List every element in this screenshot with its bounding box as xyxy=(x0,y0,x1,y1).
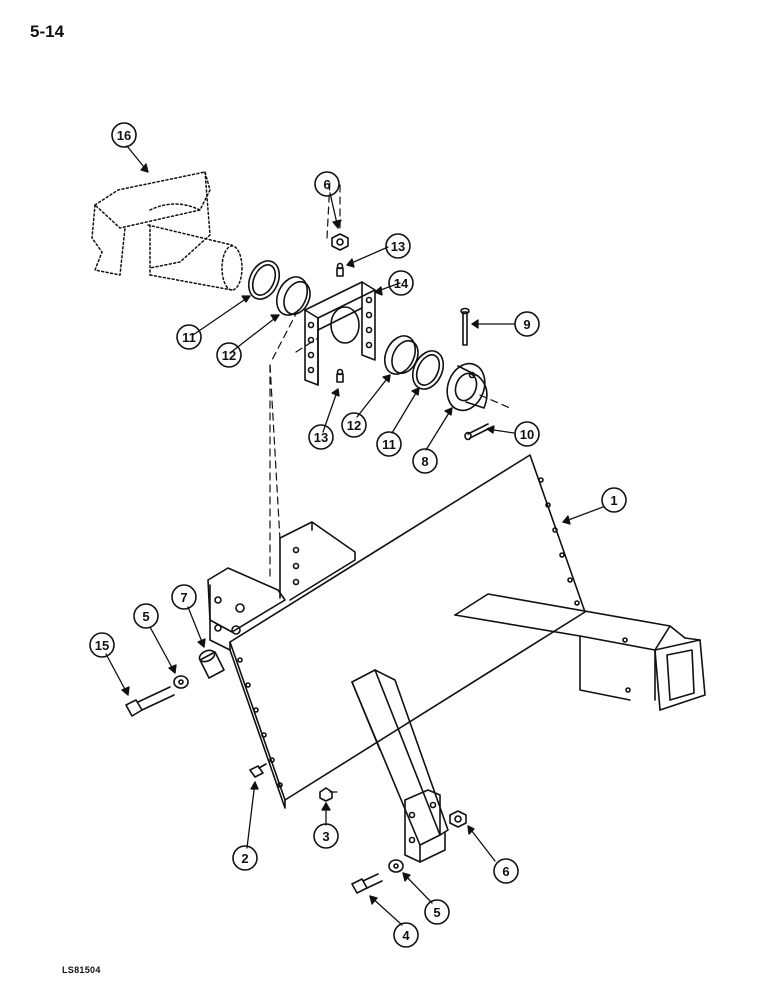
svg-text:11: 11 xyxy=(382,437,396,452)
part-5-washer-upper xyxy=(173,675,189,689)
svg-text:5: 5 xyxy=(433,905,440,920)
callout-6-upper: 6 xyxy=(314,171,340,197)
part-6-nut-upper xyxy=(331,233,349,251)
svg-text:12: 12 xyxy=(222,348,236,363)
part-2-bolt xyxy=(249,763,267,778)
svg-text:14: 14 xyxy=(394,276,409,291)
callout-5-lower: 5 xyxy=(424,899,450,925)
part-7-spacer xyxy=(198,649,225,679)
callout-9: 9 xyxy=(514,311,540,337)
callout-2: 2 xyxy=(232,845,258,871)
svg-text:4: 4 xyxy=(402,928,410,943)
callout-14: 14 xyxy=(388,270,414,296)
part-11-ring-lower xyxy=(411,350,445,390)
callout-11-upper: 11 xyxy=(176,324,202,350)
figure-id: LS81504 xyxy=(62,965,101,975)
callout-13-upper: 13 xyxy=(385,233,411,259)
part-16-axle-housing xyxy=(91,171,243,291)
part-13-fitting-lower xyxy=(336,368,344,383)
svg-text:10: 10 xyxy=(520,427,534,442)
svg-text:5: 5 xyxy=(142,609,149,624)
callout-15: 15 xyxy=(89,632,115,658)
part-14-bracket xyxy=(304,281,376,386)
svg-text:7: 7 xyxy=(180,590,187,605)
part-6-nut-lower xyxy=(449,810,467,828)
page-number: 5-14 xyxy=(30,22,65,41)
part-15-bolt xyxy=(125,686,175,717)
svg-text:8: 8 xyxy=(421,454,428,469)
part-9-pin xyxy=(460,307,470,346)
svg-text:1: 1 xyxy=(610,493,617,508)
part-10-cotter-pin xyxy=(464,423,491,441)
svg-text:9: 9 xyxy=(523,317,530,332)
part-11-ring-upper xyxy=(247,260,281,300)
svg-text:16: 16 xyxy=(117,128,131,143)
part-5-washer-lower xyxy=(388,859,404,873)
callout-10: 10 xyxy=(514,421,540,447)
callout-5-upper: 5 xyxy=(133,603,159,629)
part-12-bushing-upper xyxy=(275,276,311,316)
callout-leaders xyxy=(105,145,604,926)
callout-12-upper: 12 xyxy=(216,342,242,368)
callout-7: 7 xyxy=(171,584,197,610)
svg-text:12: 12 xyxy=(347,418,361,433)
svg-text:3: 3 xyxy=(322,829,329,844)
svg-text:13: 13 xyxy=(314,430,328,445)
svg-text:6: 6 xyxy=(323,177,330,192)
part-1-frame xyxy=(207,454,706,863)
callout-8: 8 xyxy=(412,448,438,474)
callout-1: 1 xyxy=(601,487,627,513)
callout-3: 3 xyxy=(313,823,339,849)
svg-text:11: 11 xyxy=(182,330,196,345)
callout-12-lower: 12 xyxy=(341,412,367,438)
svg-text:15: 15 xyxy=(95,638,109,653)
svg-text:2: 2 xyxy=(241,851,248,866)
callout-13-lower: 13 xyxy=(308,424,334,450)
callout-16: 16 xyxy=(111,122,137,148)
svg-text:13: 13 xyxy=(391,239,405,254)
callout-6-lower: 6 xyxy=(493,858,519,884)
svg-text:6: 6 xyxy=(502,864,509,879)
callout-4: 4 xyxy=(393,922,419,948)
callout-11-lower: 11 xyxy=(376,431,402,457)
part-4-bolt xyxy=(351,873,383,894)
part-3-nut xyxy=(319,787,333,802)
part-13-fitting-upper xyxy=(336,262,344,277)
assembly-guide-lines xyxy=(269,179,511,793)
part-8-collar xyxy=(446,362,488,412)
